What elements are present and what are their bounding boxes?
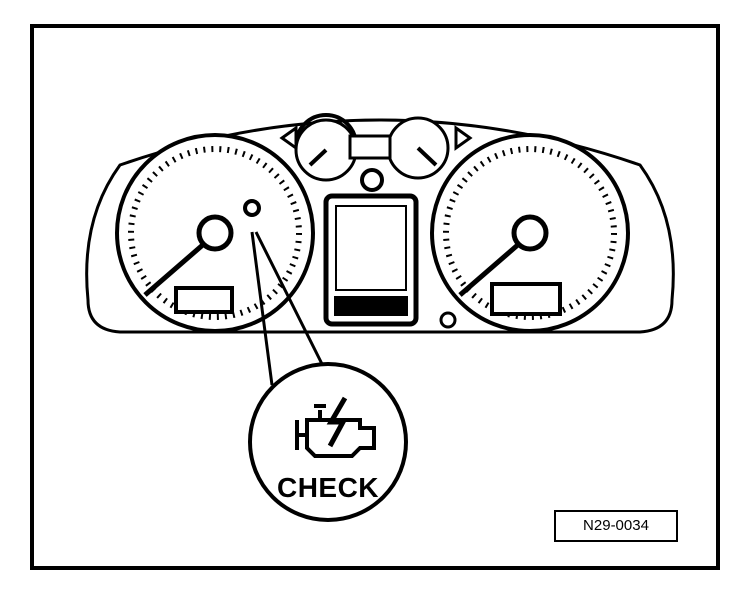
check-label: CHECK <box>276 472 380 503</box>
center-warning-lamp <box>360 168 384 192</box>
speedometer <box>430 133 630 333</box>
figure-reference-code: N29-0034 <box>554 510 678 542</box>
coolant-temp-gauge <box>294 113 358 182</box>
callout-pointer <box>250 231 332 386</box>
callout-circle <box>248 362 408 522</box>
turn-signal-right <box>454 125 473 151</box>
engine-check-icon <box>295 396 376 458</box>
trip-reset-knob <box>439 311 457 329</box>
fuel-gauge <box>386 116 450 180</box>
top-center-bar <box>348 134 392 160</box>
turn-signal-left <box>279 125 298 151</box>
tachometer <box>115 133 315 333</box>
check-engine-lamp <box>243 199 261 217</box>
center-display <box>323 193 419 327</box>
